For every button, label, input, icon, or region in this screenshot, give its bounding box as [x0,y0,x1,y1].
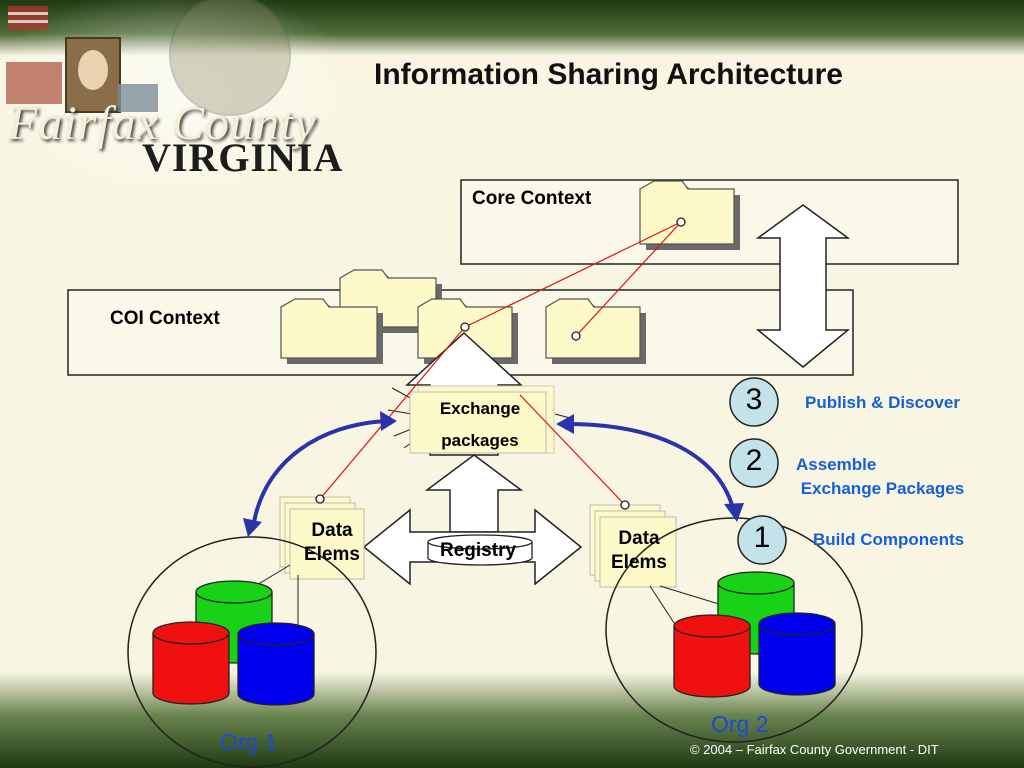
exchange-packages-label: Exchange packages [439,399,521,450]
step-2-number: 2 [745,444,763,477]
link-nodes [315,217,686,510]
exchange-packages-box [387,385,571,454]
data-elems-org1-label: Data Elems [304,520,360,565]
step-1-number: 1 [753,521,771,554]
step-3-label: Publish & Discover [805,393,960,412]
org1-label: Org 1 [220,729,278,755]
org2-boundary [605,517,863,743]
core-context-label: Core Context [472,188,592,209]
logo-text-state: VIRGINIA [142,135,344,180]
step-2-circle [729,438,779,488]
step-1-label: Build Components [813,530,965,549]
org1-boundary [127,536,377,768]
step-circles [729,377,787,565]
coi-folder-1 [280,298,383,364]
county-logo [0,0,365,205]
core-folder [639,180,740,250]
data-elems-stack-org1 [279,496,365,580]
page-title: Information Sharing Architecture [374,58,843,91]
org2-db-red [673,614,751,698]
context-double-arrow [755,204,851,368]
arc-arrowheads [243,411,744,537]
logo-text-county: Fairfax County [8,97,317,150]
step-3-number: 3 [745,383,763,416]
data-elems-org2-label: Data Elems [611,528,667,573]
registry-cylinder [427,534,533,566]
org1-db-blue [237,622,315,706]
copyright-footer: © 2004 – Fairfax County Government - DIT [690,742,939,757]
registry-label: Registry [440,540,517,561]
link-lines [319,221,682,506]
step-3-circle [729,377,779,427]
data-elems-stack-org2 [589,504,677,588]
coi-folder-3 [545,298,646,364]
step-2-label: Assemble Exchange Packages [796,455,965,498]
org2-label: Org 2 [711,711,769,737]
coi-context-label: COI Context [110,308,220,329]
step-1-circle [737,515,787,565]
org1-db-red [152,621,230,705]
org2-db-blue [758,612,836,696]
exchange-arcs [252,419,735,523]
